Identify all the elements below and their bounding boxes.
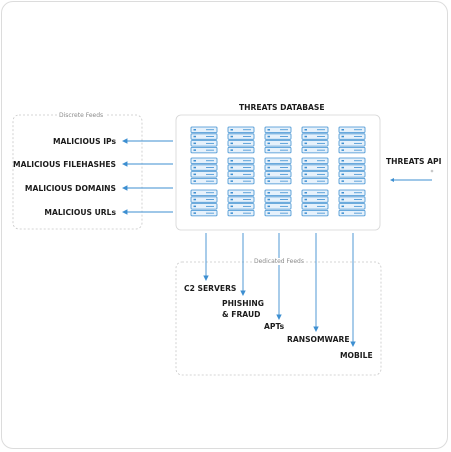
feed-c2-servers: C2 SERVERS — [184, 284, 237, 293]
server-rack-icon — [301, 189, 329, 217]
feed-malicious-ips: MALICIOUS IPs — [52, 137, 116, 146]
server-rack-icon — [227, 126, 255, 154]
arrow-down-icon — [313, 326, 319, 333]
server-rack-icon — [301, 157, 329, 185]
feed-malicious-domains: MALICIOUS DOMAINS — [24, 184, 116, 193]
arrow-left-icon — [121, 138, 128, 144]
feed-ransomware: RANSOMWARE — [287, 335, 350, 344]
server-rack-icon — [227, 189, 255, 217]
feed-phishing: PHISHING — [222, 299, 264, 308]
arrow-down-icon — [240, 290, 246, 297]
discrete-feed-arrows — [121, 138, 173, 215]
dedicated-feeds-label: Dedicated Feeds — [252, 258, 306, 265]
server-rack-icon — [190, 126, 218, 154]
server-rack-icon — [264, 126, 292, 154]
arrow-down-icon — [203, 275, 209, 282]
arrow-left-icon — [121, 161, 128, 167]
threats-database-title: THREATS DATABASE — [239, 103, 325, 112]
server-rack-icon — [338, 157, 366, 185]
feed-mobile: MOBILE — [340, 351, 373, 360]
arrow-down-icon — [276, 314, 282, 321]
arrow-left-icon — [121, 209, 128, 215]
feed-apts: APTs — [264, 322, 285, 331]
server-rack-icon — [338, 189, 366, 217]
dedicated-feed-arrows — [203, 233, 356, 348]
server-rack-icon — [190, 189, 218, 217]
discrete-feeds-label: Discrete Feeds — [57, 112, 106, 119]
threats-api-label: THREATS API — [386, 157, 442, 166]
server-rack-icon — [264, 157, 292, 185]
arrow-down-icon — [350, 341, 356, 348]
server-rack-icon — [264, 189, 292, 217]
feed-fraud: & FRAUD — [222, 310, 261, 319]
arrow-left-icon — [390, 178, 394, 182]
server-rack-icon — [301, 126, 329, 154]
server-rack-icon — [338, 126, 366, 154]
server-rack-icon — [190, 157, 218, 185]
feed-malicious-urls: MALICIOUS URLs — [44, 208, 116, 217]
arrow-left-icon — [121, 185, 128, 191]
server-rack-icon — [227, 157, 255, 185]
threats-api-arrow — [390, 169, 434, 182]
discrete-feeds-box — [12, 114, 143, 230]
server-grid — [190, 126, 366, 217]
feed-malicious-filehashes: MALICIOUS FILEHASHES — [13, 160, 116, 169]
